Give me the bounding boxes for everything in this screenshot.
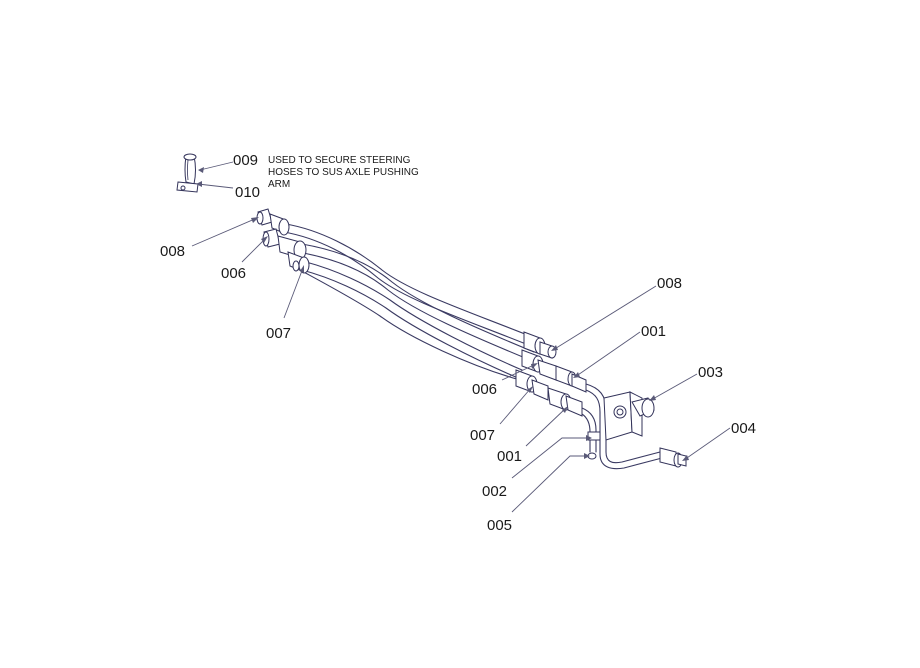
- callout-001-lower: 001: [497, 448, 522, 465]
- callout-008-right: 008: [657, 275, 682, 292]
- callout-006-left: 006: [221, 265, 246, 282]
- clamp-note: USED TO SECURE STEERING HOSES TO SUS AXL…: [268, 155, 419, 190]
- note-line-1: USED TO SECURE STEERING: [268, 155, 411, 166]
- callout-010: 010: [235, 184, 260, 201]
- callout-004: 004: [731, 420, 756, 437]
- callout-005: 005: [487, 517, 512, 534]
- callout-003: 003: [698, 364, 723, 381]
- valve-block-assembly: [581, 383, 687, 470]
- callout-007-left: 007: [266, 325, 291, 342]
- callout-007-right: 007: [470, 427, 495, 444]
- leader-lines: [191, 161, 731, 513]
- callout-006-right: 006: [472, 381, 497, 398]
- callout-009: 009: [233, 152, 258, 169]
- hose-assemblies: [283, 223, 535, 381]
- callout-001-upper: 001: [641, 323, 666, 340]
- right-fittings: [515, 331, 587, 417]
- callout-labels: 009 010 008 006 007 008 001 003 004 006 …: [160, 152, 756, 534]
- note-line-3: ARM: [268, 179, 290, 190]
- hose-clamp-part: [176, 153, 199, 193]
- callout-002: 002: [482, 483, 507, 500]
- callout-008-left: 008: [160, 243, 185, 260]
- note-line-2: HOSES TO SUS AXLE PUSHING: [268, 167, 419, 178]
